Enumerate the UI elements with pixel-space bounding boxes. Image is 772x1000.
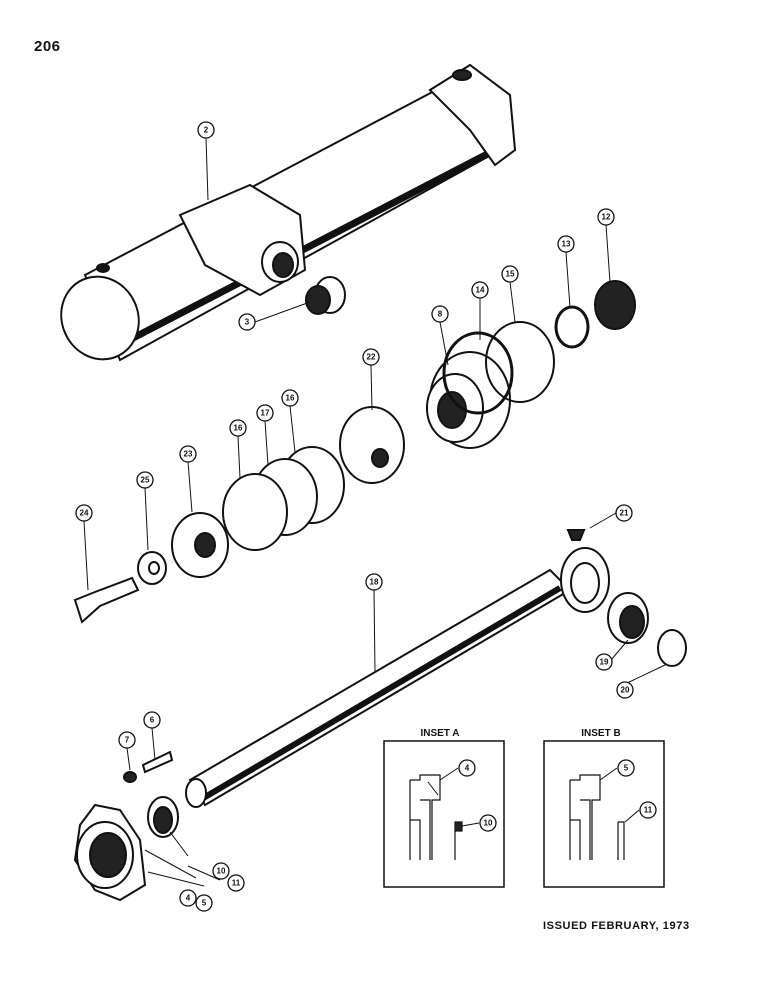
callouts: 2 3 8 14 15 13 12 22 16 17 16 23 25 24 1… bbox=[75, 121, 634, 912]
bearing-parts bbox=[607, 592, 687, 667]
svg-text:20: 20 bbox=[621, 686, 630, 695]
svg-text:21: 21 bbox=[620, 509, 629, 518]
svg-text:5: 5 bbox=[624, 764, 629, 773]
callout-15: 15 bbox=[501, 265, 519, 283]
svg-text:5: 5 bbox=[202, 899, 207, 908]
callout-14: 14 bbox=[471, 281, 489, 299]
washer-bolt-parts bbox=[73, 512, 229, 624]
inset-a-title: INSET A bbox=[420, 728, 459, 739]
callout-12: 12 bbox=[597, 208, 615, 226]
head-parts bbox=[73, 750, 179, 902]
svg-text:7: 7 bbox=[125, 736, 130, 745]
inset-b-callout-11: 11 bbox=[624, 801, 657, 823]
bushing-part-3 bbox=[305, 276, 346, 315]
gland-parts bbox=[426, 280, 636, 449]
svg-text:25: 25 bbox=[141, 476, 150, 485]
svg-text:15: 15 bbox=[506, 270, 515, 279]
callout-25: 25 bbox=[136, 471, 154, 489]
svg-text:11: 11 bbox=[644, 806, 653, 815]
callout-10: 10 bbox=[212, 862, 230, 880]
inset-b-title: INSET B bbox=[581, 728, 620, 739]
cylinder-tube bbox=[60, 63, 517, 362]
svg-text:18: 18 bbox=[370, 578, 379, 587]
callout-19: 19 bbox=[595, 653, 613, 671]
svg-text:23: 23 bbox=[184, 450, 193, 459]
callout-16a: 16 bbox=[229, 419, 247, 437]
inset-a: INSET A 4 10 bbox=[383, 728, 505, 888]
callout-22: 22 bbox=[362, 348, 380, 366]
issued-date: ISSUED FEBRUARY, 1973 bbox=[543, 920, 690, 932]
callout-2: 2 bbox=[197, 121, 215, 139]
callout-24: 24 bbox=[75, 504, 93, 522]
svg-text:14: 14 bbox=[476, 286, 485, 295]
svg-text:16: 16 bbox=[286, 394, 295, 403]
callout-11: 11 bbox=[227, 874, 245, 892]
callout-3: 3 bbox=[238, 313, 256, 331]
svg-text:10: 10 bbox=[484, 819, 493, 828]
callout-17: 17 bbox=[256, 404, 274, 422]
inset-a-callout-4: 4 bbox=[439, 759, 476, 781]
callout-6: 6 bbox=[143, 711, 161, 729]
svg-text:10: 10 bbox=[217, 867, 226, 876]
leader-lines bbox=[83, 137, 666, 887]
svg-text:8: 8 bbox=[438, 310, 443, 319]
svg-text:16: 16 bbox=[234, 424, 243, 433]
svg-text:11: 11 bbox=[232, 879, 241, 888]
callout-13: 13 bbox=[557, 235, 575, 253]
callout-21: 21 bbox=[615, 504, 633, 522]
inset-b-callout-5: 5 bbox=[599, 759, 635, 781]
callout-20: 20 bbox=[616, 681, 634, 699]
piston-rod bbox=[185, 529, 610, 808]
page-number: 206 bbox=[34, 38, 61, 55]
svg-text:4: 4 bbox=[186, 894, 191, 903]
svg-text:4: 4 bbox=[465, 764, 470, 773]
svg-text:12: 12 bbox=[602, 213, 611, 222]
svg-text:2: 2 bbox=[204, 126, 209, 135]
svg-text:19: 19 bbox=[600, 658, 609, 667]
callout-5: 5 bbox=[195, 894, 213, 912]
svg-text:17: 17 bbox=[261, 409, 270, 418]
svg-text:22: 22 bbox=[367, 353, 376, 362]
svg-text:24: 24 bbox=[80, 509, 89, 518]
callout-7: 7 bbox=[118, 731, 136, 749]
callout-16b: 16 bbox=[281, 389, 299, 407]
callout-4: 4 bbox=[179, 889, 197, 907]
callout-23: 23 bbox=[179, 445, 197, 463]
svg-text:6: 6 bbox=[150, 716, 155, 725]
svg-text:13: 13 bbox=[562, 240, 571, 249]
inset-a-callout-10: 10 bbox=[461, 814, 497, 832]
callout-8: 8 bbox=[431, 305, 449, 323]
inset-b: INSET B 5 11 bbox=[543, 728, 665, 888]
piston-parts bbox=[222, 406, 405, 551]
svg-text:3: 3 bbox=[245, 318, 250, 327]
callout-18: 18 bbox=[365, 573, 383, 591]
